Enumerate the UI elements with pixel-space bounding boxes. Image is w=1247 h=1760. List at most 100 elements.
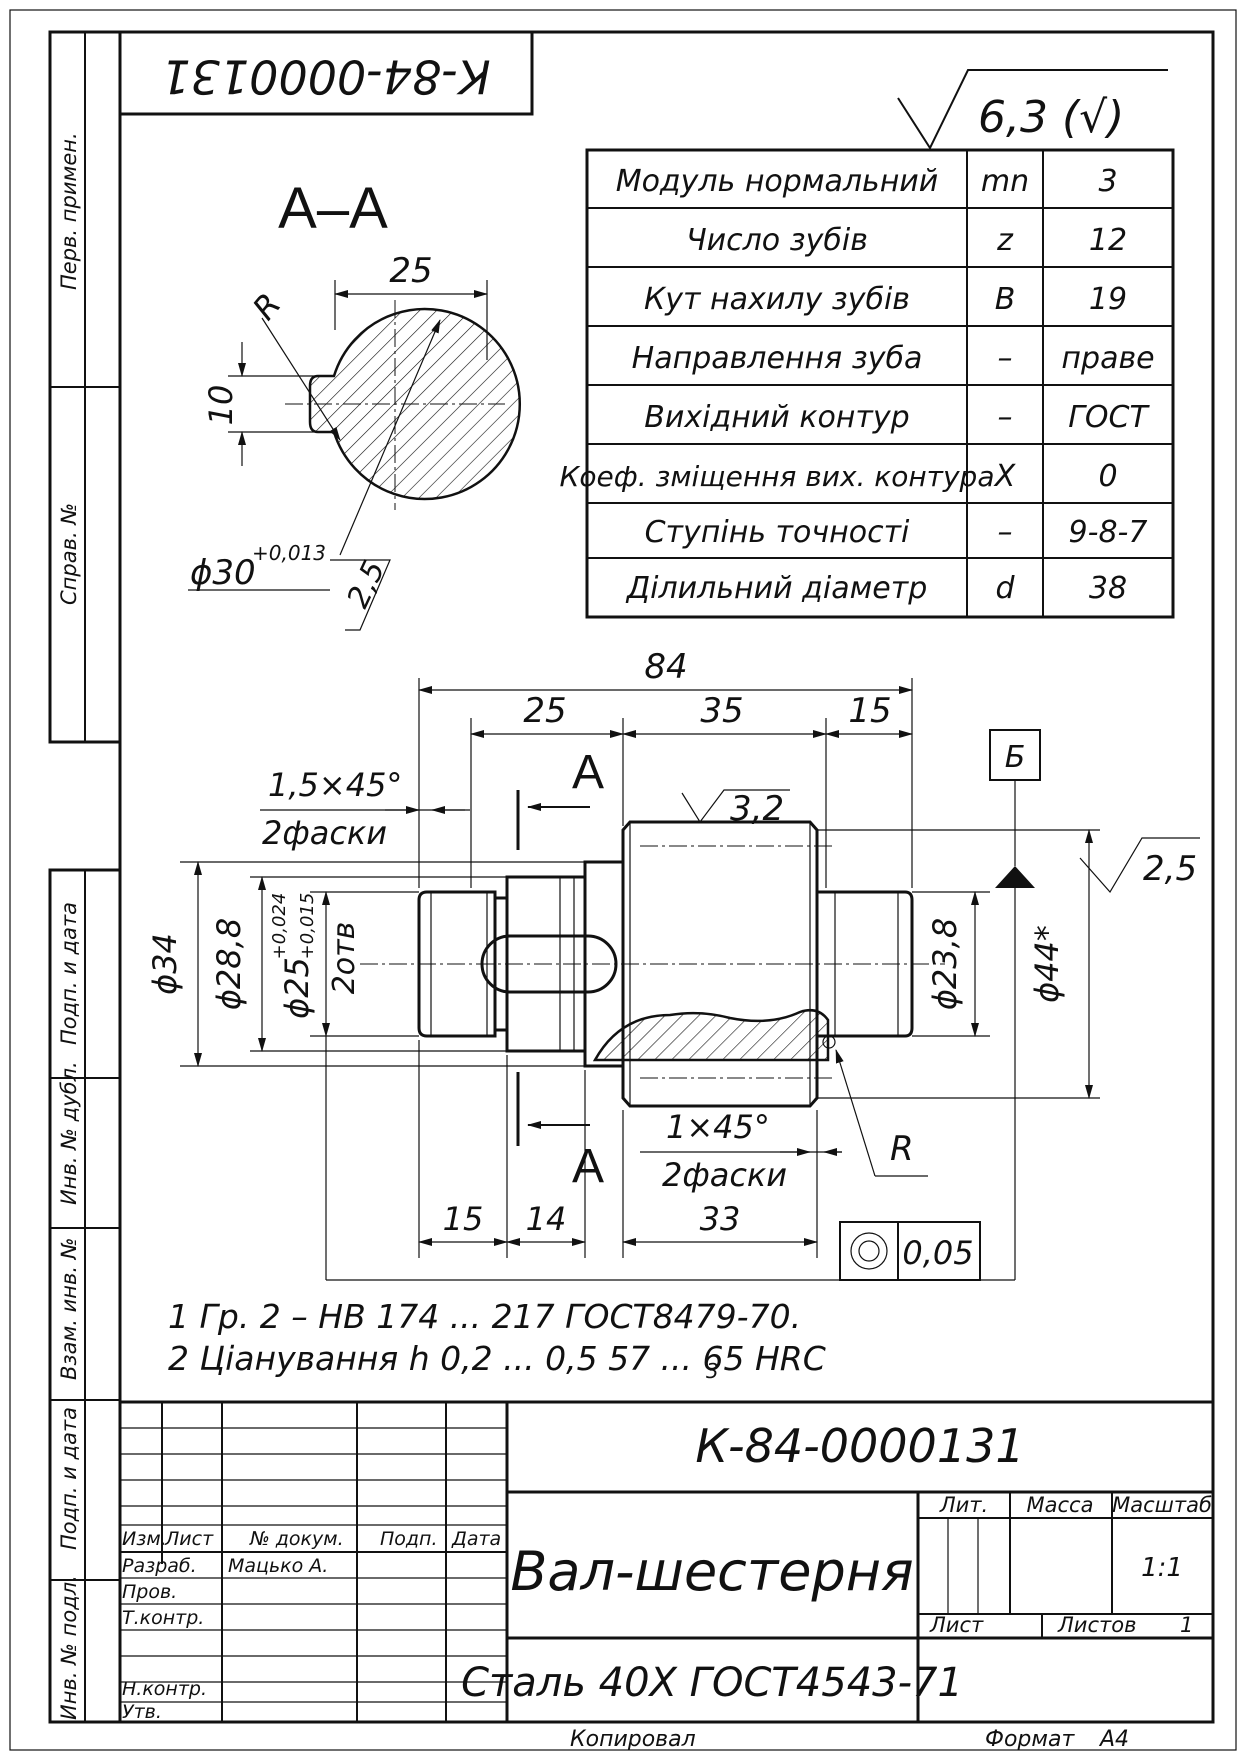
side-label-perv: Перв. примен. bbox=[57, 132, 81, 290]
param-symbol-7: d bbox=[995, 571, 1015, 606]
section-a-a: А–А 25 10 R ϕ30 +0,013 2,5 bbox=[188, 176, 521, 631]
caption-format: Формат bbox=[985, 1727, 1075, 1752]
technical-notes: 1 Гр. 2 – НВ 174 ... 217 ГОСТ8479-70. 2 … bbox=[168, 1297, 826, 1383]
param-value-2: 19 bbox=[1089, 282, 1127, 317]
param-value-3: праве bbox=[1061, 341, 1154, 376]
tb-sheets: Листов bbox=[1057, 1613, 1136, 1637]
tb-sheets-count: 1 bbox=[1180, 1613, 1193, 1637]
param-value-1: 12 bbox=[1089, 223, 1127, 258]
tb-col-doc: № докум. bbox=[249, 1528, 344, 1550]
param-name-5: Коеф. зміщення вих. контура bbox=[560, 460, 995, 493]
radius-right: R bbox=[890, 1129, 914, 1169]
holes-note: 2отв bbox=[327, 922, 362, 995]
note-2-sub: 3 bbox=[706, 1359, 719, 1383]
note-2: 2 Ціанування h 0,2 ... 0,5 57 ... 65 HRC bbox=[168, 1339, 826, 1378]
section-diameter-tol: +0,013 bbox=[252, 541, 326, 565]
chamfer1-text: 1,5×45° bbox=[268, 766, 402, 804]
dia-238: ϕ23,8 bbox=[926, 918, 964, 1010]
tb-razrab-name: Мацько А. bbox=[228, 1555, 328, 1577]
caption-format-val: А4 bbox=[1098, 1727, 1129, 1752]
side-label-sprav: Справ. № bbox=[57, 503, 81, 605]
datum-label: Б bbox=[1005, 740, 1026, 775]
tb-tkontr: Т.контр. bbox=[122, 1607, 204, 1629]
tb-col-izm: Изм. bbox=[122, 1528, 167, 1550]
param-value-6: 9-8-7 bbox=[1069, 515, 1148, 550]
tb-massa: Масса bbox=[1027, 1493, 1094, 1517]
top-stamp-text: К-84-0000131 bbox=[161, 50, 490, 104]
side-label-podp-1: Подп. и дата bbox=[57, 902, 81, 1045]
chamfer1-note: 2фаски bbox=[262, 814, 387, 852]
param-name-0: Модуль нормальний bbox=[616, 164, 939, 199]
tb-col-date: Дата bbox=[451, 1528, 501, 1550]
param-value-5: 0 bbox=[1098, 459, 1117, 494]
dim-25: 25 bbox=[523, 691, 566, 731]
roughness-general-text: 6,3 (√) bbox=[978, 92, 1124, 143]
side-strip: Перв. примен. Справ. № Подп. и дата Инв.… bbox=[48, 30, 122, 1724]
tb-utv: Утв. bbox=[122, 1701, 162, 1723]
roughness-25: 2,5 bbox=[1143, 849, 1197, 889]
dia-44: ϕ44* bbox=[1028, 925, 1066, 1003]
chamfer2-text: 1×45° bbox=[666, 1108, 770, 1146]
chamfer2-note: 2фаски bbox=[662, 1156, 787, 1194]
radius-marker bbox=[822, 1035, 836, 1049]
dia-34: ϕ34 bbox=[146, 933, 184, 995]
section-radius: R bbox=[245, 286, 288, 327]
cut-a-top: А bbox=[572, 746, 604, 799]
section-groove: 2,5 bbox=[341, 555, 393, 613]
roughness-general: 6,3 (√) bbox=[897, 69, 1168, 151]
dim-b15: 15 bbox=[443, 1200, 484, 1238]
dim-total: 84 bbox=[644, 647, 687, 687]
tb-part-name: Вал-шестерня bbox=[510, 1540, 913, 1603]
dia-25-tol-lo: +0,015 bbox=[297, 893, 318, 960]
caption-copied: Копировал bbox=[570, 1727, 696, 1752]
param-value-7: 38 bbox=[1089, 571, 1127, 606]
param-symbol-6: – bbox=[998, 515, 1013, 550]
param-symbol-5: X bbox=[993, 459, 1017, 494]
param-symbol-4: – bbox=[998, 400, 1013, 435]
tb-scale: 1:1 bbox=[1141, 1553, 1183, 1583]
tb-col-sign: Подп. bbox=[380, 1528, 438, 1550]
tb-doc-no: К-84-0000131 bbox=[695, 1419, 1024, 1473]
param-name-4: Вихідний контур bbox=[644, 400, 909, 435]
note-1: 1 Гр. 2 – НВ 174 ... 217 ГОСТ8479-70. bbox=[168, 1297, 801, 1336]
roughness-32: 3,2 bbox=[730, 789, 784, 829]
param-symbol-1: z bbox=[996, 223, 1014, 258]
top-stamp: К-84-0000131 bbox=[118, 30, 534, 116]
param-value-0: 3 bbox=[1098, 164, 1117, 199]
tb-razrab: Разраб. bbox=[122, 1555, 197, 1577]
side-label-vzam: Взам. инв. № bbox=[57, 1237, 81, 1380]
outer-border bbox=[9, 9, 1237, 1751]
tb-prov: Пров. bbox=[122, 1581, 177, 1603]
cut-a-bottom: А bbox=[572, 1140, 604, 1193]
param-name-3: Направлення зуба bbox=[632, 341, 923, 376]
dia-25: ϕ25 bbox=[278, 957, 316, 1019]
tb-masshtab: Масштаб bbox=[1112, 1493, 1212, 1517]
tb-nkontr: Н.контр. bbox=[122, 1678, 207, 1700]
tb-lit: Лит. bbox=[939, 1493, 988, 1517]
dim-15: 15 bbox=[848, 691, 891, 731]
dia-288: ϕ28,8 bbox=[210, 918, 248, 1010]
param-name-2: Кут нахилу зубів bbox=[644, 282, 910, 317]
section-dim-key: 10 bbox=[202, 385, 240, 426]
param-name-1: Число зубів bbox=[686, 223, 868, 258]
tb-sheet: Лист bbox=[929, 1613, 984, 1637]
side-label-podp-2: Подп. и дата bbox=[57, 1407, 81, 1550]
param-name-6: Ступінь точності bbox=[645, 515, 910, 550]
runout-frame bbox=[839, 1221, 981, 1281]
dim-b33: 33 bbox=[700, 1200, 741, 1238]
param-symbol-3: – bbox=[998, 341, 1013, 376]
param-value-4: ГОСТ bbox=[1068, 400, 1150, 435]
gear-params-table: Модуль нормальний mn 3 Число зубів z 12 … bbox=[560, 148, 1175, 619]
section-dim-width: 25 bbox=[389, 251, 432, 291]
dim-35: 35 bbox=[700, 691, 743, 731]
title-block: Изм. Лист № докум. Подп. Дата Разраб. Ма… bbox=[118, 1400, 1215, 1724]
section-label: А–А bbox=[278, 176, 388, 241]
param-symbol-0: mn bbox=[981, 164, 1029, 199]
side-label-inv-dubl: Инв. № дубл. bbox=[57, 1061, 81, 1205]
section-diameter: ϕ30 bbox=[190, 553, 256, 593]
side-label-inv-podl: Инв. № подл. bbox=[57, 1575, 81, 1720]
param-name-7: Ділильний діаметр bbox=[625, 571, 928, 606]
tb-material: Сталь 40Х ГОСТ4543-71 bbox=[461, 1660, 963, 1706]
dim-b14: 14 bbox=[526, 1200, 567, 1238]
